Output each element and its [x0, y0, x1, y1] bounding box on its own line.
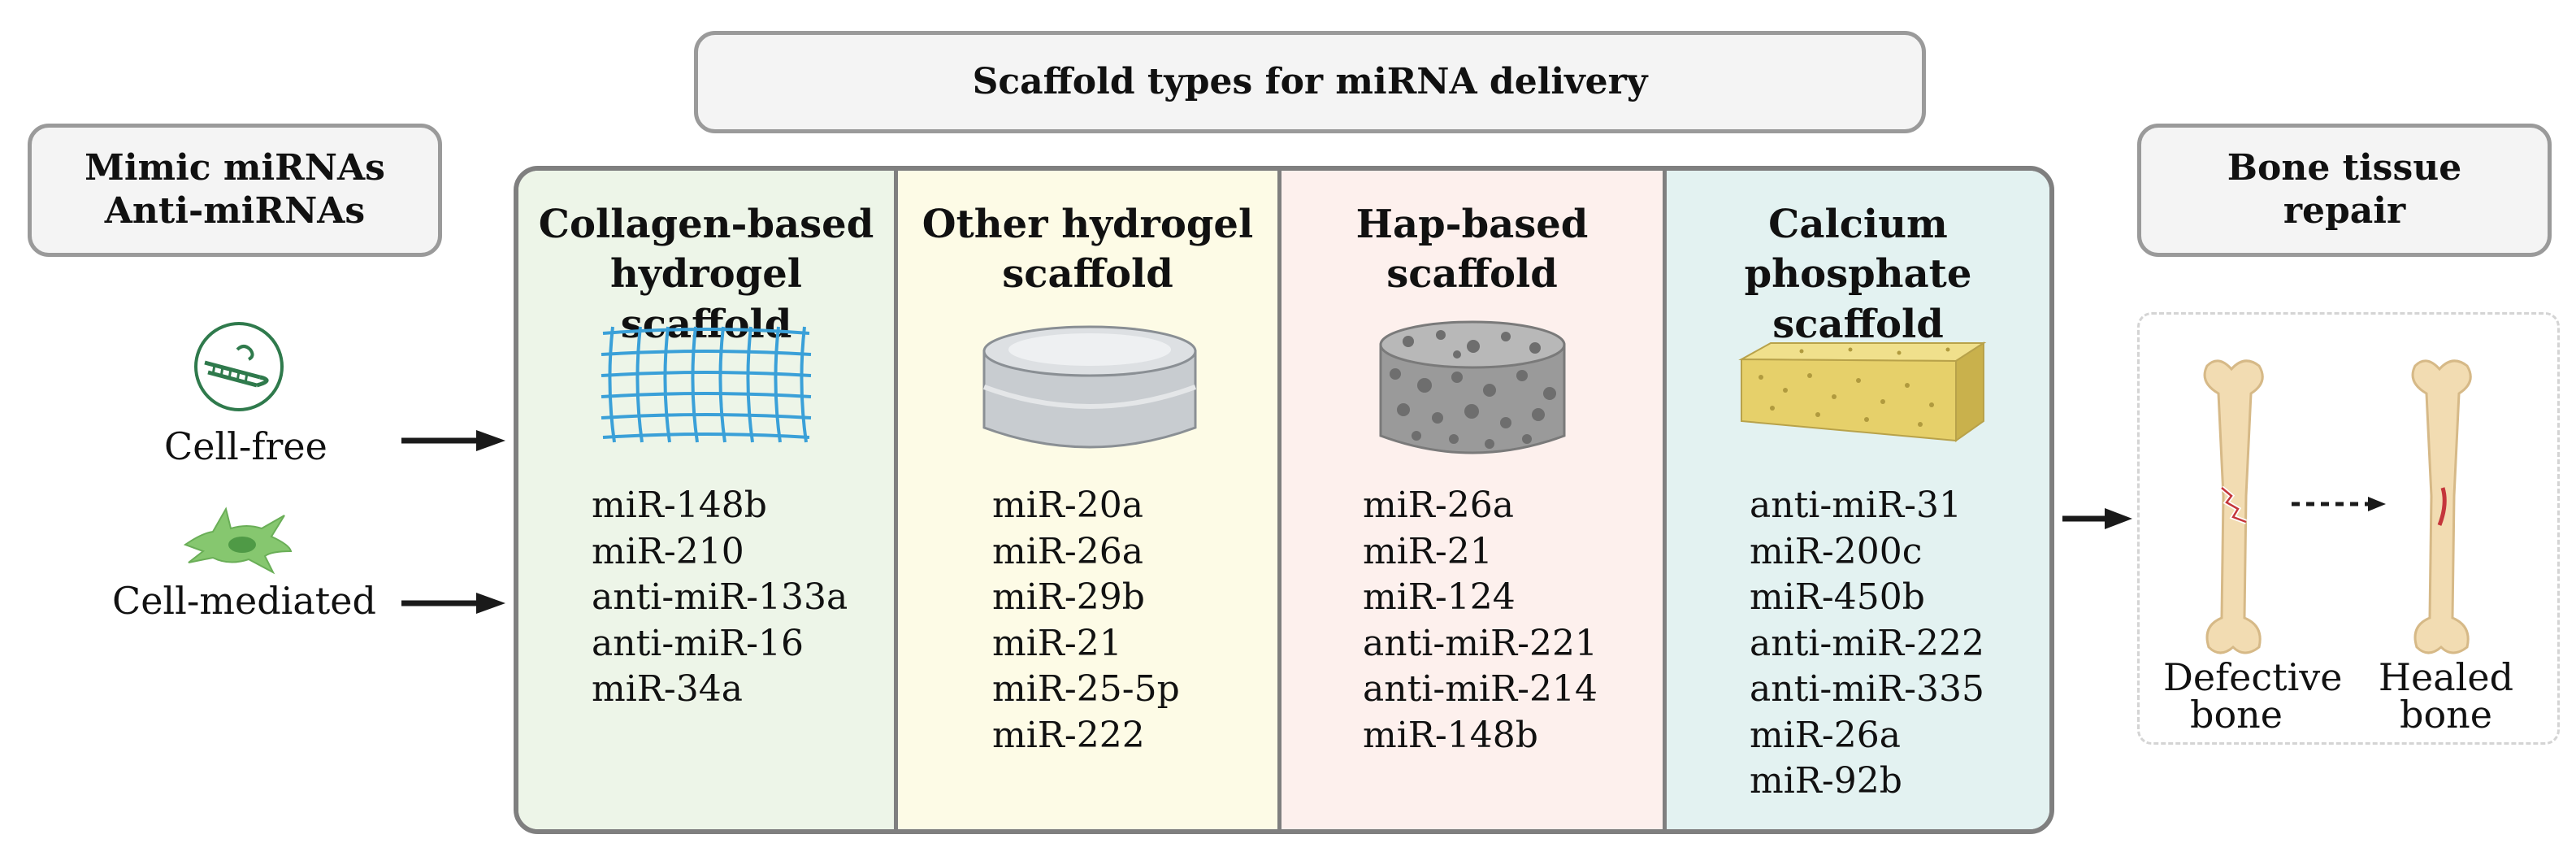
mirna-item: anti-miR-335	[1750, 668, 1984, 710]
mirna-item: miR-124	[1363, 576, 1516, 618]
scaffold-heading-line: scaffold	[1386, 251, 1558, 298]
scaffold-heading: Hap-based scaffold	[1281, 200, 1663, 300]
scaffold-heading-line: hydrogel scaffold	[610, 251, 802, 347]
bone-repair-box: Bone tissue repair	[2137, 124, 2552, 257]
scaffold-heading-line: Calcium phosphate	[1744, 202, 1972, 298]
scaffold-panel: Collagen-based hydrogel scaffold miR-148…	[514, 166, 2054, 834]
cell-free-arrow	[401, 430, 505, 451]
scaffold-heading: Other hydrogel scaffold	[898, 200, 1277, 300]
scaffold-column-calcium-phosphate: Calcium phosphate scaffold anti-miR-31 m…	[1663, 171, 2049, 829]
mirna-item: miR-210	[592, 530, 744, 572]
mirna-item: miR-21	[992, 622, 1122, 664]
scaffold-heading: Collagen-based hydrogel scaffold	[518, 200, 894, 350]
cell-mediated-arrow	[401, 593, 505, 614]
mirna-list: miR-148b miR-210 anti-miR-133a anti-miR-…	[592, 483, 848, 713]
mirna-item: miR-21	[1363, 530, 1493, 572]
mirna-list: miR-26a miR-21 miR-124 anti-miR-221 anti…	[1363, 483, 1598, 759]
repair-label: repair	[2283, 190, 2406, 232]
cell-icon	[183, 506, 293, 575]
mirna-item: miR-450b	[1750, 576, 1925, 618]
mirna-list: anti-miR-31 miR-200c miR-450b anti-miR-2…	[1750, 483, 1984, 805]
healed-bone-label: Healed bone	[2373, 659, 2519, 733]
defective-bone-label-line: bone	[2190, 693, 2283, 737]
mirna-item: miR-200c	[1750, 530, 1923, 572]
scaffold-heading-line: Other hydrogel	[922, 202, 1254, 247]
mirna-item: anti-miR-214	[1363, 668, 1598, 710]
healed-bone-label-line: bone	[2400, 693, 2492, 737]
defective-bone-icon	[2203, 359, 2264, 654]
mirna-item: miR-222	[992, 714, 1145, 756]
collagen-mesh-icon	[601, 326, 812, 443]
anti-mirnas-label: Anti-miRNAs	[104, 190, 366, 232]
scaffold-heading: Calcium phosphate scaffold	[1667, 200, 2049, 350]
scaffold-column-other-hydrogel: Other hydrogel scaffold miR-20a miR-26a …	[894, 171, 1277, 829]
mirna-list: miR-20a miR-26a miR-29b miR-21 miR-25-5p…	[992, 483, 1180, 759]
mirna-icon	[194, 322, 284, 411]
scaffold-types-title: Scaffold types for miRNA delivery	[972, 60, 1648, 102]
healed-bone-icon	[2411, 359, 2472, 654]
scaffold-column-collagen: Collagen-based hydrogel scaffold miR-148…	[518, 171, 894, 829]
bone-tissue-label: Bone tissue	[2227, 147, 2462, 189]
hydrogel-disc-icon	[982, 325, 1197, 449]
mirna-item: miR-29b	[992, 576, 1145, 618]
healed-bone-label-line: Healed	[2378, 655, 2514, 699]
mirna-item: miR-20a	[992, 485, 1144, 526]
healing-dotted-arrow	[2292, 497, 2386, 511]
mirna-item: anti-miR-221	[1363, 622, 1598, 664]
scaffold-types-title-box: Scaffold types for miRNA delivery	[694, 31, 1926, 133]
mirna-item: miR-92b	[1750, 760, 1902, 802]
mirna-item: miR-26a	[992, 530, 1144, 572]
scaffold-column-hap: Hap-based scaffold miR-26a miR-21 miR-12…	[1277, 171, 1663, 829]
scaffold-heading-line: scaffold	[1002, 251, 1173, 298]
bone-repair-illustration	[2137, 312, 2560, 745]
mirna-item: miR-26a	[1750, 714, 1902, 756]
defective-bone-label-line: Defective	[2163, 655, 2343, 699]
scaffold-heading-line: Hap-based	[1355, 202, 1589, 247]
scaffold-heading-line: scaffold	[1772, 301, 1944, 347]
mirna-item: miR-34a	[592, 668, 744, 710]
cell-free-label: Cell-free	[164, 424, 327, 468]
mirna-types-box: Mimic miRNAs Anti-miRNAs	[28, 124, 442, 257]
repair-arrow	[2062, 508, 2132, 529]
cell-mediated-label: Cell-mediated	[112, 579, 376, 623]
porous-hap-cylinder-icon	[1379, 320, 1566, 454]
mirna-item: miR-25-5p	[992, 668, 1180, 710]
mirna-item: anti-miR-222	[1750, 622, 1984, 664]
mirna-item: miR-148b	[1363, 714, 1538, 756]
mirna-item: anti-miR-133a	[592, 576, 848, 618]
mimic-mirnas-label: Mimic miRNAs	[85, 147, 385, 189]
defective-bone-label: Defective bone	[2163, 655, 2343, 737]
calcium-phosphate-block-icon	[1738, 341, 1987, 442]
scaffold-heading-line: Collagen-based	[538, 202, 874, 247]
mirna-item: miR-148b	[592, 485, 767, 526]
mirna-item: miR-26a	[1363, 485, 1515, 526]
mirna-item: anti-miR-31	[1750, 485, 1962, 526]
mirna-item: anti-miR-16	[592, 622, 804, 664]
